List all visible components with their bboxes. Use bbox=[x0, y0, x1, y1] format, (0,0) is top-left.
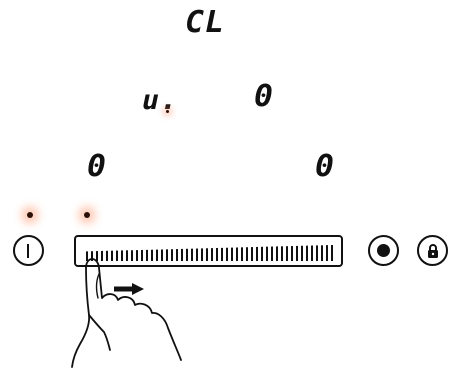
top-display-code: CL bbox=[185, 8, 225, 38]
power-indicator-led bbox=[27, 212, 33, 218]
middle-indicator-led bbox=[166, 110, 169, 113]
middle-right-display: 0 bbox=[254, 82, 274, 112]
power-button[interactable] bbox=[13, 235, 44, 266]
lock-icon bbox=[426, 243, 440, 259]
timer-button[interactable] bbox=[368, 235, 399, 266]
bottom-left-display: 0 bbox=[87, 152, 107, 182]
slider-indicator-led bbox=[84, 212, 90, 218]
finger-icon bbox=[68, 248, 198, 373]
lock-button[interactable] bbox=[417, 235, 448, 266]
middle-left-display: u. bbox=[142, 87, 178, 114]
right-arrow-icon bbox=[114, 280, 146, 298]
bottom-right-display: 0 bbox=[315, 152, 335, 182]
